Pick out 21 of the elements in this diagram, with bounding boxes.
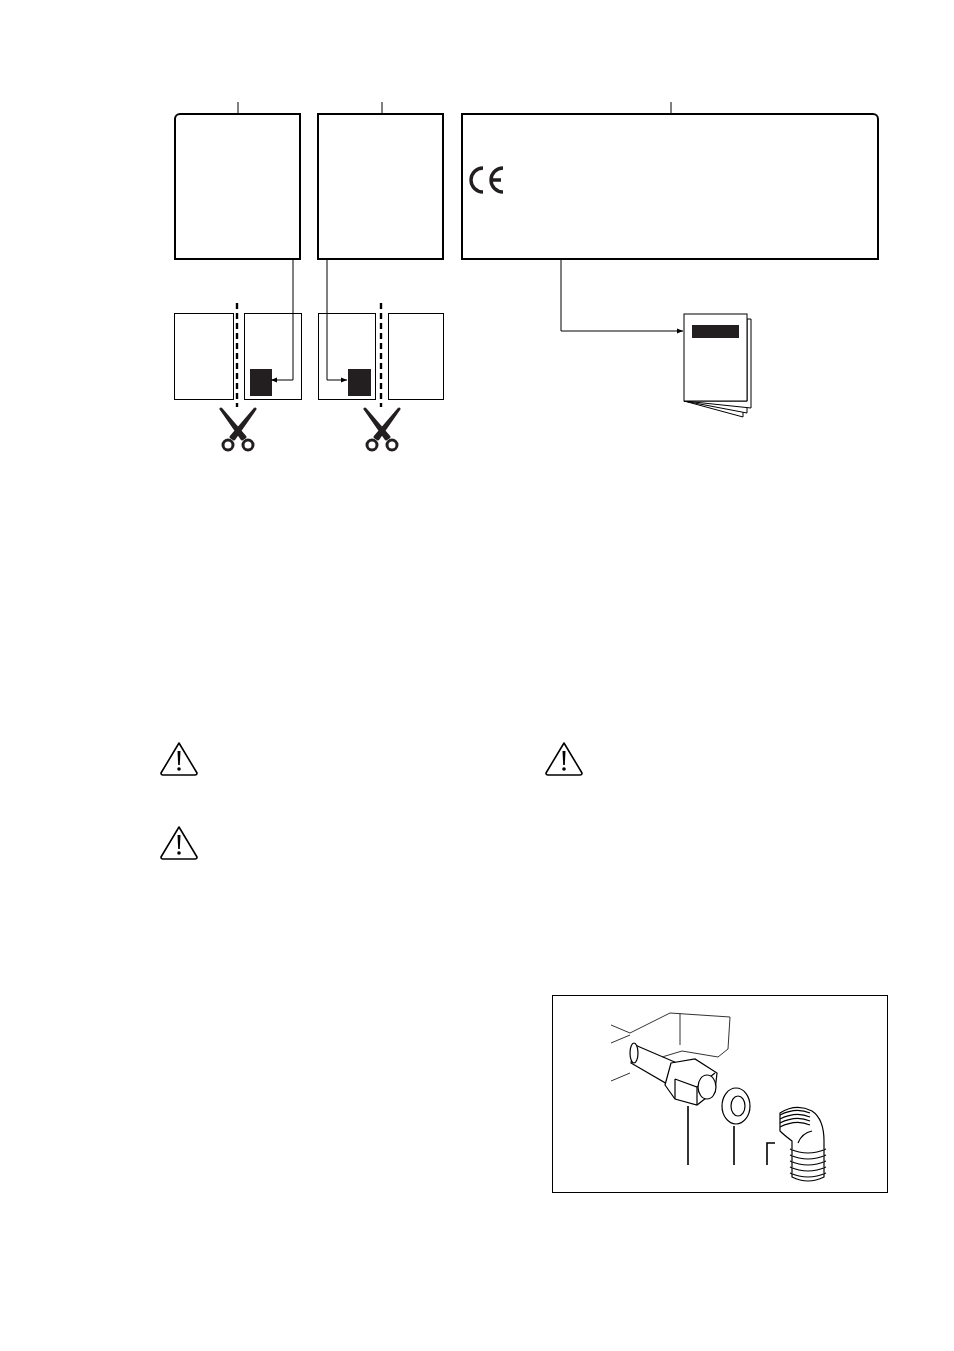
leader-line <box>237 101 239 114</box>
label-box <box>317 113 444 260</box>
arrow <box>560 259 684 334</box>
washer-drawing <box>719 1085 753 1127</box>
leader-line <box>381 101 383 114</box>
label-patch <box>348 369 371 396</box>
label-box <box>174 113 301 260</box>
sheet <box>174 313 234 400</box>
figure-frame <box>552 995 888 1193</box>
leader-line <box>766 1142 776 1166</box>
arrow <box>270 259 294 383</box>
leader-line <box>670 101 672 114</box>
leader-line <box>733 1125 735 1166</box>
sheet <box>388 313 444 400</box>
sheet <box>318 313 376 400</box>
rating-plate-box <box>461 113 879 260</box>
label-patch <box>250 369 272 396</box>
leader-line <box>687 1105 689 1166</box>
sheet <box>244 313 302 400</box>
arrow <box>326 259 348 383</box>
booklet-drawing <box>683 313 753 419</box>
